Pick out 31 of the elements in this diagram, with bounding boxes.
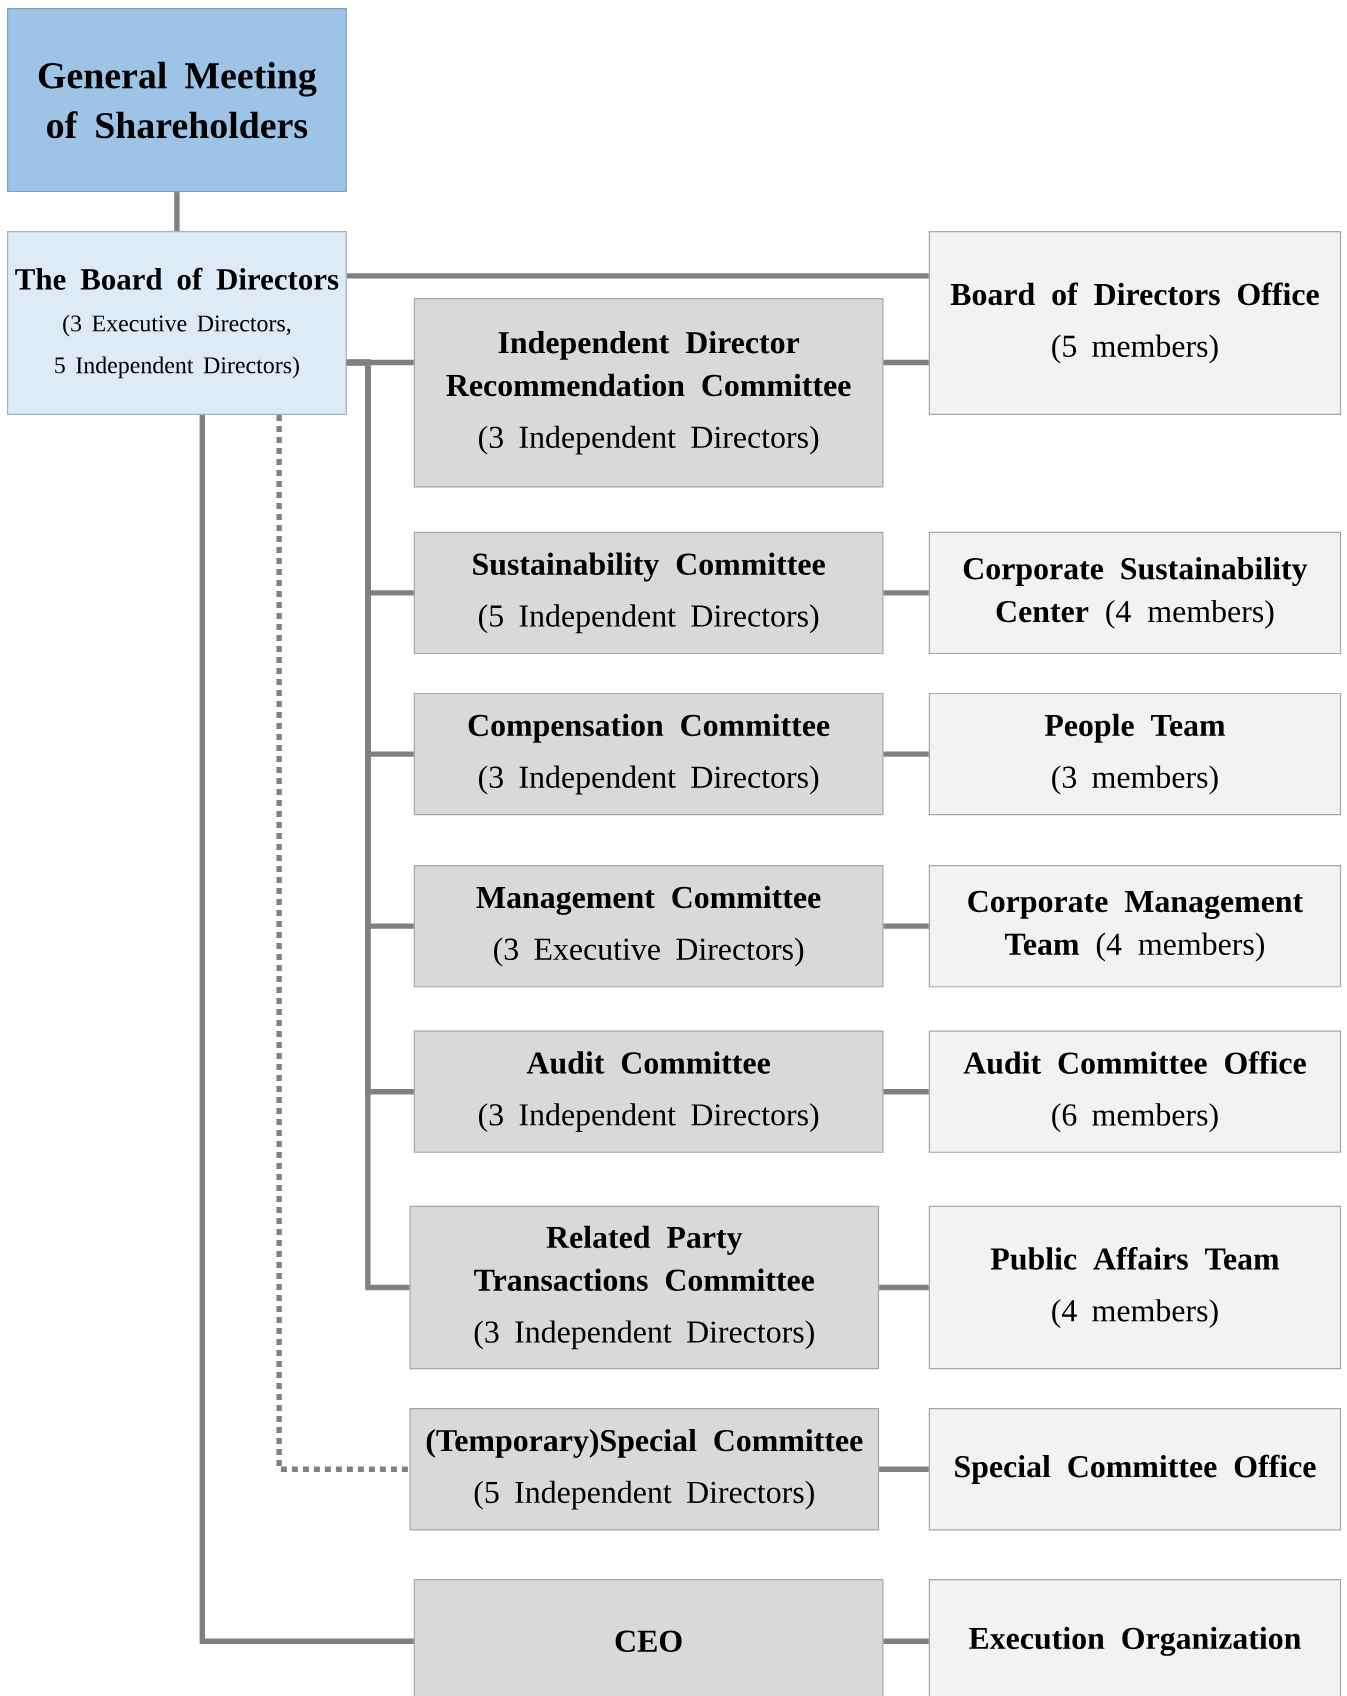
office-box: Public Affairs Team (4 members): [928, 1205, 1342, 1370]
connector-line: [879, 1466, 929, 1472]
committee-box: CEO: [413, 1579, 884, 1696]
committee-box: Related Party Transactions Committee (3 Independent Directors): [409, 1205, 880, 1370]
connector-line: [883, 1089, 929, 1095]
committee-box: Compensation Committee (3 Independent Directors): [413, 692, 884, 816]
connector-line: [879, 1284, 929, 1291]
office-box: Audit Committee Office (6 members): [928, 1030, 1342, 1153]
connector-line: [276, 415, 410, 1472]
connector-line: [346, 273, 929, 279]
connector-line: [174, 192, 180, 231]
committee-box: Independent Director Recommendation Committee (3 Independent Directors): [413, 298, 884, 488]
office-box: Board of Directors Office (5 members): [928, 230, 1342, 415]
connector-line: [883, 590, 929, 596]
connector-line: [883, 359, 929, 366]
meeting-box: General Meeting of Shareholders: [7, 8, 347, 193]
office-box: People Team (3 members): [928, 692, 1342, 816]
connector-line: [883, 751, 929, 757]
office-box: Special Committee Office: [928, 1408, 1342, 1531]
office-box: Corporate Sustainability Center (4 members): [928, 531, 1342, 655]
office-box: Execution Organization: [928, 1579, 1342, 1696]
connector-line: [199, 415, 414, 1644]
committee-box: Sustainability Committee (5 Independent Directors): [413, 531, 884, 655]
committee-box: Audit Committee (3 Independent Directors): [413, 1030, 884, 1153]
board-box: The Board of Directors (3 Executive Directors, 5 Independent Directors): [7, 230, 347, 415]
office-box: Corporate Management Team (4 members): [928, 864, 1342, 988]
committee-box: Management Committee (3 Executive Directors): [413, 864, 884, 988]
committee-box: (Temporary)Special Committee (5 Independent Directors): [409, 1408, 880, 1531]
connector-line: [883, 1638, 929, 1644]
connector-line: [346, 359, 410, 1291]
connector-line: [883, 923, 929, 929]
